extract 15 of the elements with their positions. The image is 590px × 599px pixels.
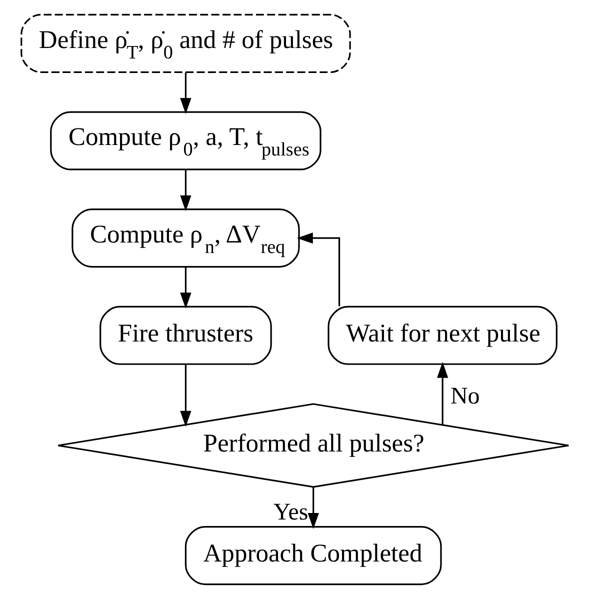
node-box: Fire thrusters <box>100 306 272 365</box>
arrow <box>180 364 192 427</box>
node-box: Compute ρ$_{0}$, a, T, t$_{pulses}$ <box>50 111 322 170</box>
arrow <box>308 487 319 529</box>
arrow <box>296 232 340 306</box>
node-diamond: Performed all pulses? <box>57 403 570 488</box>
arrow <box>180 267 192 309</box>
arrow <box>180 170 192 212</box>
edge-label: Yes <box>273 500 308 526</box>
arrow <box>436 362 448 425</box>
node-box: Wait for next pulse <box>328 306 558 365</box>
node-box: Compute ρ$_{n}$, ΔV$_{req}$ <box>72 208 300 268</box>
node-box: Define ρ̇$_{T}$, ρ̇$_{0}$ and # of pulses <box>20 14 351 73</box>
node-box: Approach Completed <box>184 526 442 586</box>
arrow <box>180 72 192 114</box>
